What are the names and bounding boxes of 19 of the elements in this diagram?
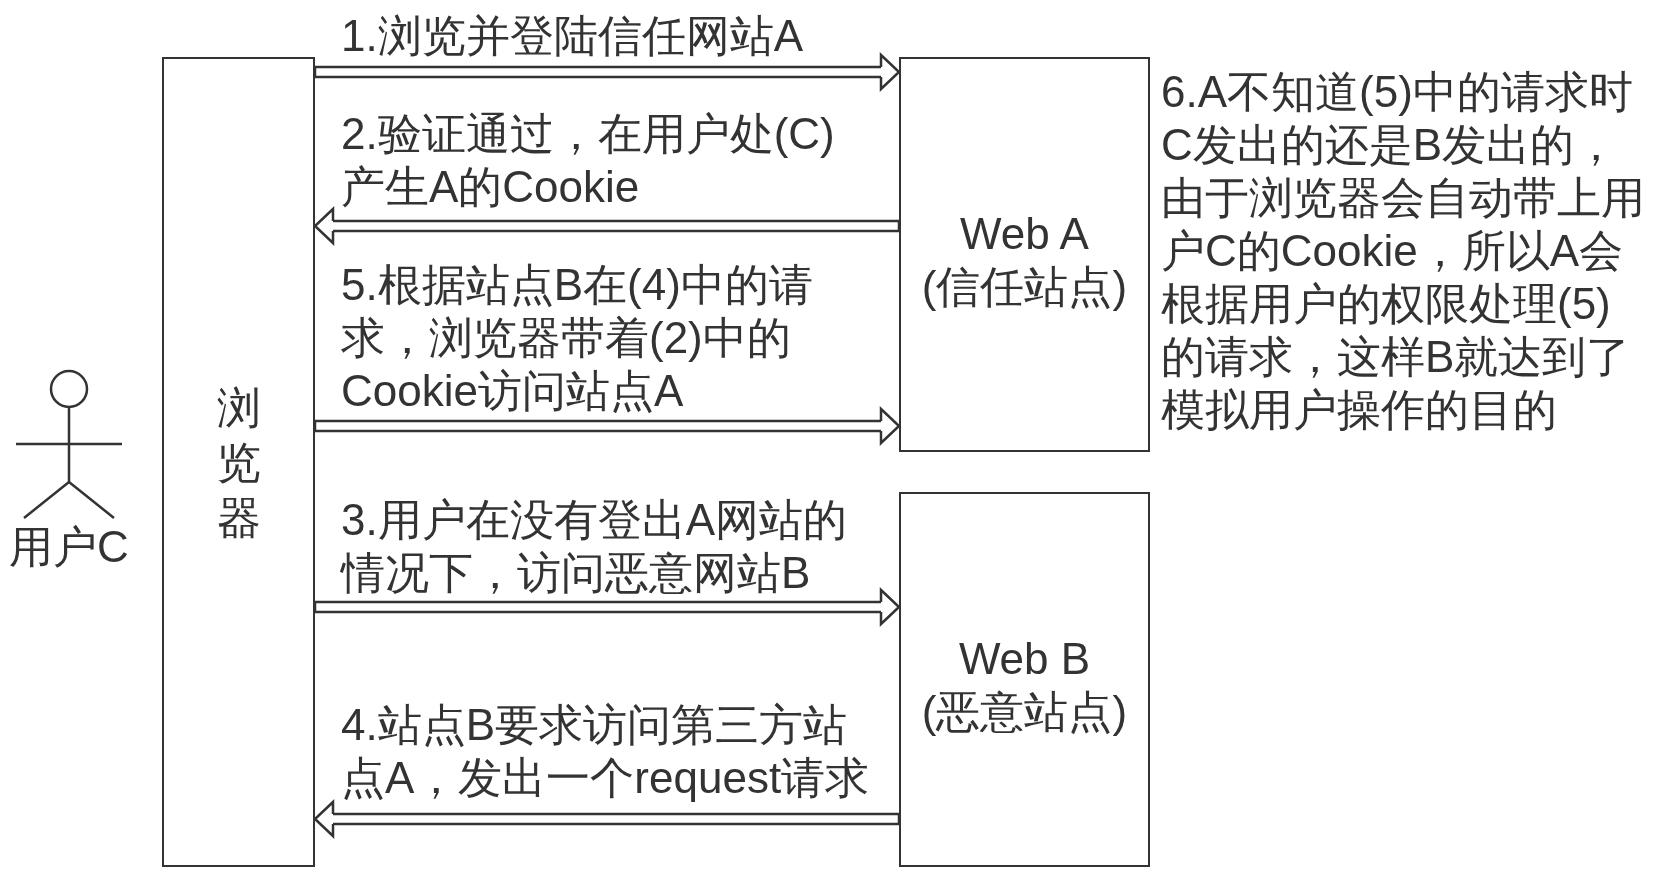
browser-box: 浏览器 <box>162 57 315 867</box>
site-role: (信任站点) <box>921 260 1128 313</box>
actor-label: 用户C <box>9 521 129 573</box>
note-text: 6.A不知道(5)中的请求时C发出的还是B发出的，由于浏览器会自动带上用户C的Cookie，所以A会根据用户的权限处理(5)的请求，这样B就达到了模拟用户操作的目的 <box>1161 66 1646 436</box>
edge-label: 3.用户在没有登出A网站的情况下，访问恶意网站B <box>341 494 849 599</box>
site-role: (恶意站点) <box>921 685 1128 738</box>
site-box <box>899 57 1150 452</box>
block-arrow <box>313 800 901 838</box>
site-name: Web A <box>960 207 1089 260</box>
site-name: Web B <box>958 632 1091 685</box>
edge-label: 5.根据站点B在(4)中的请求，浏览器带着(2)中的Cookie访问站点A <box>341 259 814 417</box>
edge-label: 4.站点B要求访问第三方站点A，发出一个request请求 <box>341 699 871 804</box>
block-arrow <box>313 53 901 91</box>
block-arrow <box>313 207 901 245</box>
site-box <box>899 492 1150 867</box>
edge-label: 2.验证通过，在用户处(C)产生A的Cookie <box>341 108 836 213</box>
block-arrow <box>313 407 901 445</box>
edge-label: 1.浏览并登陆信任网站A <box>341 10 805 62</box>
block-arrow <box>313 588 901 626</box>
